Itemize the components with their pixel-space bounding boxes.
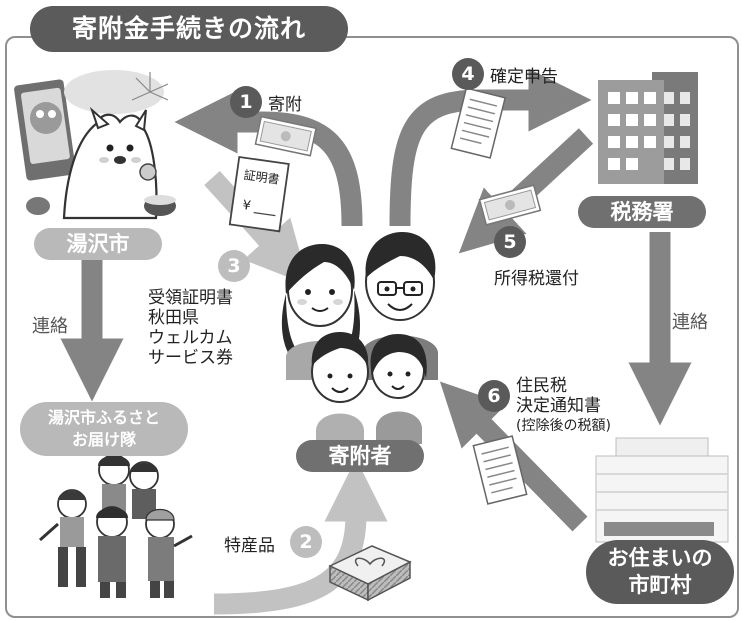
city-label: 湯沢市 [34, 228, 162, 260]
step-2-label: 特産品 [224, 536, 275, 556]
step-4-label: 確定申告 [490, 67, 558, 87]
step-6-line-3: (控除後の税額) [516, 418, 611, 434]
step-3-line-4: サービス券 [148, 348, 233, 368]
tax-return-document-icon [450, 87, 507, 159]
banknote-refund-icon [478, 184, 542, 226]
banknote-icon [254, 115, 317, 157]
municipality-line-2: 市町村 [628, 573, 692, 597]
delivery-team-line-1: 湯沢市ふるさと [47, 408, 160, 427]
certificate-yen: ¥ [241, 198, 251, 214]
step-6-badge: 6 [478, 380, 510, 412]
donor-family-illustration [281, 232, 438, 444]
step-5-label: 所得税還付 [494, 269, 579, 289]
gift-box-icon [328, 545, 412, 602]
step-3-text: 受領証明書 秋田県 ウェルカム サービス券 [148, 288, 233, 368]
certificate-document-icon: 証明書 ¥ [228, 155, 290, 233]
contact-label-left: 連絡 [32, 316, 68, 337]
municipality-line-1: お住まいの [607, 546, 713, 570]
arrow-local-products [213, 458, 388, 615]
step-6-line-1: 住民税 [516, 376, 567, 396]
step-3-line-1: 受領証明書 [148, 288, 233, 308]
contact-label-right: 連絡 [672, 312, 708, 333]
delivery-team-illustration [39, 454, 193, 598]
step-5-badge: 5 [494, 226, 526, 258]
step-2-badge: 2 [290, 526, 322, 558]
step-4-badge: 4 [452, 58, 484, 90]
arrow-resident-tax-notice [439, 381, 588, 532]
municipal-building-illustration [595, 437, 729, 543]
page-title: 寄附金手続きの流れ [30, 6, 348, 52]
step-3-badge: 3 [218, 250, 250, 282]
step-6-line-2: 決定通知書 [516, 396, 601, 416]
step-1-label: 寄附 [268, 95, 302, 115]
delivery-team-line-2: お届け隊 [71, 430, 136, 449]
step-3-line-3: ウェルカム [148, 328, 233, 348]
tax-office-building-illustration [598, 72, 698, 184]
tax-notice-document-icon [472, 435, 528, 505]
certificate-label: 証明書 [243, 168, 281, 187]
city-mascot-illustration [14, 70, 176, 220]
step-3-line-2: 秋田県 [148, 308, 199, 328]
step-1-badge: 1 [230, 86, 262, 118]
delivery-team-label: 湯沢市ふるさと お届け隊 [20, 402, 188, 456]
donor-label: 寄附者 [296, 440, 424, 472]
tax-office-label: 税務署 [578, 196, 706, 228]
step-6-text: 住民税 決定通知書 (控除後の税額) [516, 376, 611, 436]
municipality-label: お住まいの 市町村 [586, 540, 734, 604]
